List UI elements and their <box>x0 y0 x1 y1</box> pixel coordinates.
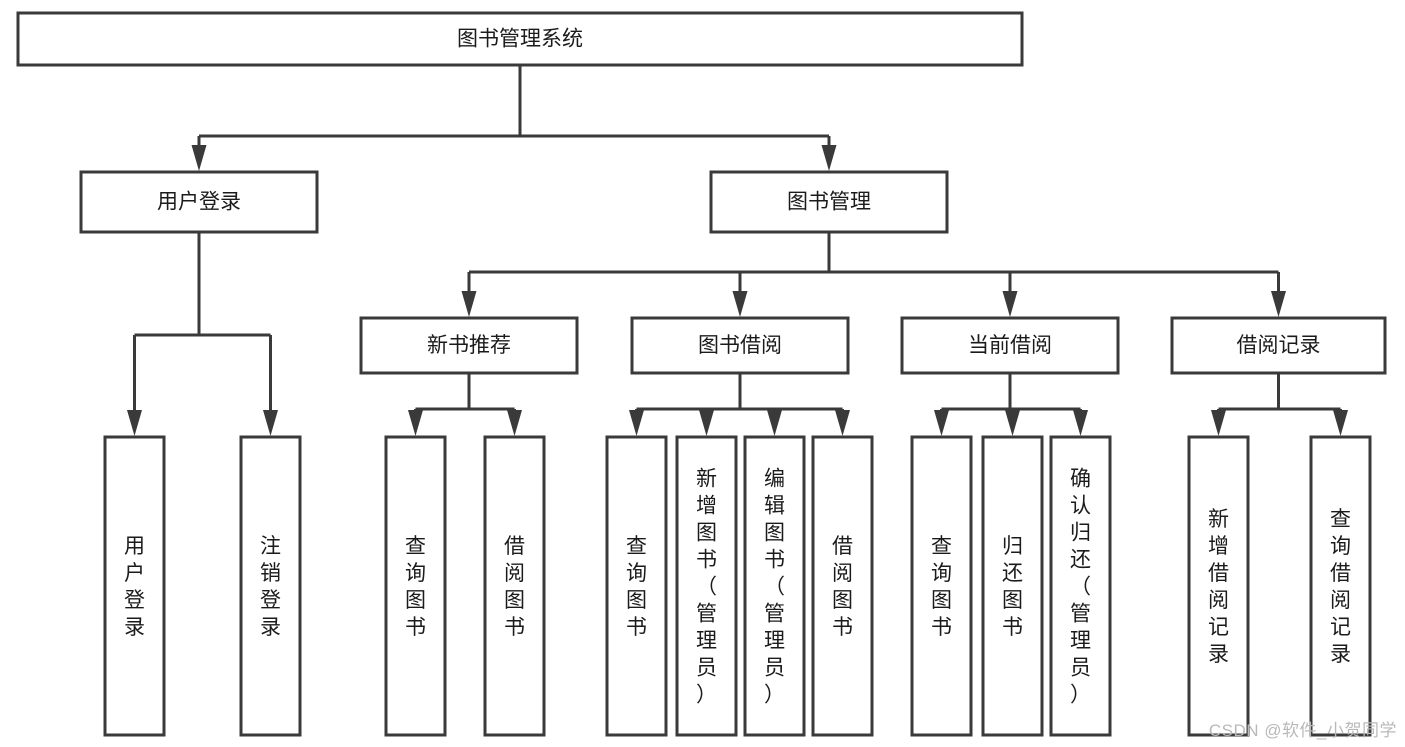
node-box <box>1309 435 1372 737</box>
connector-layer <box>127 65 1348 436</box>
node-label: 借阅图书 <box>832 535 853 639</box>
node-box <box>910 435 973 737</box>
node-l3_0[interactable]: 新书推荐 <box>359 316 579 375</box>
node-label: 查询图书 <box>405 535 426 639</box>
node-label: 借阅图书 <box>504 535 525 639</box>
connector-arrowhead <box>127 410 142 436</box>
node-l2_0[interactable]: 用户登录 <box>79 170 319 234</box>
node-root[interactable]: 图书管理系统 <box>16 11 1024 67</box>
node-l3_3[interactable]: 借阅记录 <box>1170 316 1387 375</box>
connector-arrowhead <box>1271 291 1286 317</box>
connector-arrowhead <box>934 410 949 436</box>
node-label: 当前借阅 <box>968 334 1052 357</box>
node-leaf_12[interactable]: 查询借阅记录 <box>1309 435 1372 737</box>
node-label: 查询借阅记录 <box>1330 508 1351 666</box>
node-label: 归还图书 <box>1002 535 1023 639</box>
node-leaf_10[interactable]: 确认归还（管理员） <box>1049 435 1112 737</box>
node-label: 图书管理系统 <box>457 28 583 51</box>
node-l2_1[interactable]: 图书管理 <box>709 170 949 234</box>
connector-arrowhead <box>461 291 477 317</box>
node-box <box>359 316 579 375</box>
node-box <box>1187 435 1250 737</box>
node-leaf_7[interactable]: 借阅图书 <box>811 435 874 737</box>
connector-arrowhead <box>835 410 850 436</box>
node-leaf_1[interactable]: 注销登录 <box>239 435 302 737</box>
node-layer: 图书管理系统用户登录图书管理新书推荐图书借阅当前借阅借阅记录用户登录注销登录查询… <box>16 11 1387 737</box>
node-leaf_3[interactable]: 借阅图书 <box>483 435 546 737</box>
connector-arrowhead <box>507 410 522 436</box>
node-leaf_11[interactable]: 新增借阅记录 <box>1187 435 1250 737</box>
node-label: 图书管理 <box>787 191 871 214</box>
node-box <box>1049 435 1112 737</box>
node-box <box>981 435 1044 737</box>
node-box <box>103 435 166 737</box>
node-label: 借阅记录 <box>1237 334 1321 357</box>
node-leaf_8[interactable]: 查询图书 <box>910 435 973 737</box>
node-box <box>709 170 949 234</box>
node-box <box>675 435 738 737</box>
connector-arrowhead <box>732 291 748 317</box>
connector-arrowhead <box>191 145 207 171</box>
connector-arrowhead <box>263 410 278 436</box>
node-label: 确认归还（管理员） <box>1070 468 1091 707</box>
node-leaf_0[interactable]: 用户登录 <box>103 435 166 737</box>
connector-arrowhead <box>1211 410 1226 436</box>
node-box <box>384 435 447 737</box>
connector-arrowhead <box>1333 410 1348 436</box>
node-leaf_5[interactable]: 新增图书（管理员） <box>675 435 738 737</box>
node-label: 查询图书 <box>931 535 952 639</box>
node-box <box>743 435 806 737</box>
node-label: 图书借阅 <box>698 334 782 357</box>
node-leaf_4[interactable]: 查询图书 <box>605 435 668 737</box>
connector-arrowhead <box>629 410 644 436</box>
node-box <box>16 11 1024 67</box>
node-label: 用户登录 <box>157 191 241 214</box>
node-label: 注销登录 <box>260 535 281 639</box>
connector-arrowhead <box>767 410 782 436</box>
node-label: 新增图书（管理员） <box>696 468 717 707</box>
node-box <box>605 435 668 737</box>
node-leaf_2[interactable]: 查询图书 <box>384 435 447 737</box>
node-label: 新增借阅记录 <box>1208 508 1229 666</box>
node-label: 用户登录 <box>124 535 145 639</box>
connector-arrowhead <box>1005 410 1020 436</box>
node-box <box>239 435 302 737</box>
node-l3_1[interactable]: 图书借阅 <box>630 316 850 375</box>
node-label: 查询图书 <box>626 535 647 639</box>
node-box <box>79 170 319 234</box>
connector-arrowhead <box>1073 410 1088 436</box>
connector-arrowhead <box>699 410 714 436</box>
node-l3_2[interactable]: 当前借阅 <box>900 316 1120 375</box>
connector-arrowhead <box>408 410 423 436</box>
node-box <box>1170 316 1387 375</box>
connector-arrowhead <box>1002 291 1018 317</box>
node-label: 编辑图书（管理员） <box>764 468 785 707</box>
node-leaf_9[interactable]: 归还图书 <box>981 435 1044 737</box>
node-leaf_6[interactable]: 编辑图书（管理员） <box>743 435 806 737</box>
node-box <box>811 435 874 737</box>
node-box <box>483 435 546 737</box>
connector-arrowhead <box>821 145 837 171</box>
node-box <box>630 316 850 375</box>
node-box <box>900 316 1120 375</box>
node-label: 新书推荐 <box>427 334 511 357</box>
